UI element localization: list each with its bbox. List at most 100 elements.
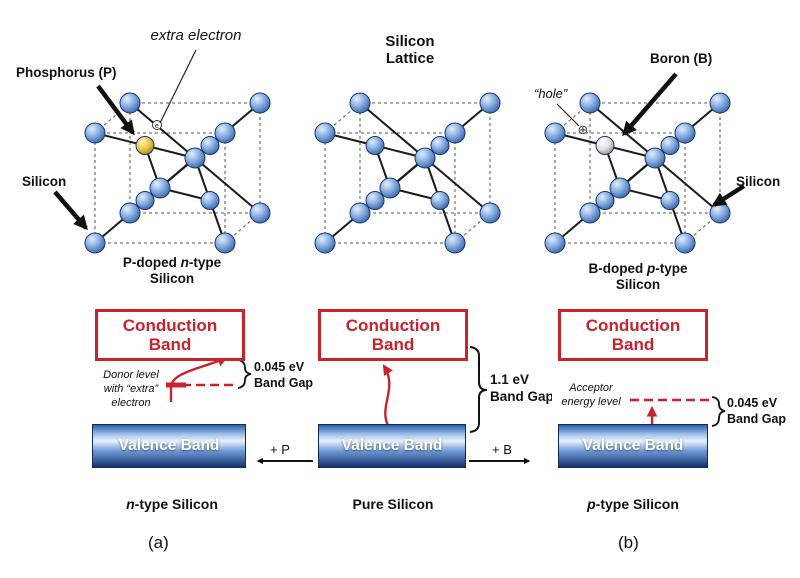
extra-electron-marker: [152, 120, 162, 130]
donor-level-label-line2: with “extra”: [103, 382, 159, 395]
silicon-atom: [379, 177, 401, 199]
gap-label-middle: 1.1 eV Band Gap: [490, 372, 554, 406]
silicon-lattice-title: Silicon Lattice: [330, 33, 490, 68]
caption-p-doped-prefix: B-doped: [588, 261, 647, 276]
caption-p-doped: B-doped p-type Silicon: [558, 261, 718, 293]
silicon-atom: [314, 232, 336, 254]
silicon-atom: [430, 191, 450, 210]
silicon-atom: [365, 191, 385, 210]
subfigure-a-label: (a): [148, 533, 169, 552]
caption-p-type-text: -type Silicon: [595, 496, 679, 512]
donor-level-label: Donor level with “extra” electron: [96, 369, 166, 411]
donor-excitation-arrow: [169, 356, 228, 402]
valence-band-left: Valence Band: [92, 424, 246, 468]
silicon-atom: [430, 136, 450, 155]
gap-value-middle: 1.1 eV: [490, 372, 530, 387]
bond-line: [424, 157, 491, 214]
silicon-lattice-title-line2: Lattice: [385, 50, 435, 68]
silicon-lattice-title-line1: Silicon: [385, 33, 435, 50]
silicon-atom: [149, 177, 171, 199]
silicon-atom: [444, 122, 466, 144]
gap-label-right: 0.045 eV Band Gap: [727, 396, 786, 427]
gap-label-left: 0.045 eV Band Gap: [254, 360, 313, 391]
donor-level-label-line1: Donor level: [103, 369, 159, 381]
silicon-atom: [579, 92, 601, 114]
silicon-atom: [119, 202, 141, 224]
silicon-atom: [644, 147, 666, 169]
add-phosphorus-label: + P: [270, 442, 290, 457]
caption-n-type-italic: n: [126, 496, 135, 512]
crystal-lattice-pure: [314, 92, 501, 254]
silicon-atom: [349, 202, 371, 224]
phosphorus-atom: [135, 136, 155, 155]
caption-p-doped-line2: Silicon: [615, 277, 661, 293]
phosphorus-label: Phosphorus (P): [16, 65, 117, 80]
acceptor-level-label-line1: Acceptor: [569, 382, 613, 394]
silicon-atom: [184, 147, 206, 169]
conduction-band-middle: Conduction Band: [318, 309, 468, 361]
silicon-atom: [365, 136, 385, 155]
caption-p-doped-italic: p: [646, 261, 656, 276]
acceptor-level-label-line2: energy level: [561, 395, 621, 408]
silicon-right-label: Silicon: [736, 174, 781, 189]
silicon-atom: [544, 232, 566, 254]
silicon-atom: [249, 202, 271, 224]
silicon-atom: [609, 177, 631, 199]
caption-n-type: n-type Silicon: [98, 496, 246, 513]
silicon-left-label: Silicon: [22, 174, 67, 189]
hole-label: “hole”: [534, 86, 568, 101]
caption-n-doped-prefix: P-doped: [122, 255, 181, 270]
silicon-atom: [414, 147, 436, 169]
caption-n-doped-italic: n: [180, 255, 189, 270]
bond-line: [129, 102, 196, 159]
silicon-atom: [200, 136, 220, 155]
silicon-atom: [674, 232, 696, 254]
silicon-atom: [660, 191, 680, 210]
silicon-atom: [314, 122, 336, 144]
acceptor-level-label: Acceptor energy level: [552, 382, 630, 410]
donor-level-label-line3: electron: [111, 396, 151, 409]
silicon-atom: [579, 202, 601, 224]
conduction-band-left: Conduction Band: [95, 309, 245, 361]
caption-p-type: p-type Silicon: [558, 496, 708, 513]
gap-value-right: 0.045 eV: [727, 396, 778, 410]
gap-value-left: 0.045 eV: [254, 360, 305, 374]
gap-brace-middle: [469, 346, 488, 433]
silicon-atom: [674, 122, 696, 144]
silicon-atom: [709, 92, 731, 114]
silicon-atom: [660, 136, 680, 155]
silicon-atom: [709, 202, 731, 224]
subfigure-b-label: (b): [618, 533, 639, 552]
boron-atom: [595, 136, 615, 155]
silicon-atom: [249, 92, 271, 114]
hole-symbol: ⊕: [578, 122, 589, 137]
silicon-atom: [479, 92, 501, 114]
caption-p-type-italic: p: [587, 496, 596, 512]
silicon-atom: [214, 122, 236, 144]
silicon-atom: [444, 232, 466, 254]
bond-line: [654, 157, 721, 214]
caption-n-doped-suffix: -type: [188, 255, 222, 270]
bond-line: [359, 102, 426, 159]
caption-n-type-text: -type Silicon: [134, 496, 218, 512]
silicon-atom: [84, 232, 106, 254]
crystal-lattice-p-doped: ⊕: [544, 92, 731, 254]
extra-electron-label: extra electron: [150, 27, 242, 44]
extra-electron-symbol: e: [155, 123, 159, 130]
silicon-atom: [544, 122, 566, 144]
silicon-atom: [349, 92, 371, 114]
bond-line: [194, 157, 261, 214]
silicon-atom: [119, 92, 141, 114]
boron-label: Boron (B): [650, 51, 713, 66]
caption-n-doped: P-doped n-type Silicon: [92, 255, 252, 287]
silicon-atom: [479, 202, 501, 224]
gap-brace-right: [711, 396, 726, 427]
valence-band-right: Valence Band: [558, 424, 708, 468]
gap-text-right: Band Gap: [727, 411, 787, 426]
silicon-atom: [84, 122, 106, 144]
add-boron-label: + B: [492, 442, 512, 457]
bandgap-excitation-arrow: [382, 364, 393, 430]
valence-band-middle: Valence Band: [318, 424, 466, 468]
gap-text-middle: Band Gap: [490, 388, 554, 404]
